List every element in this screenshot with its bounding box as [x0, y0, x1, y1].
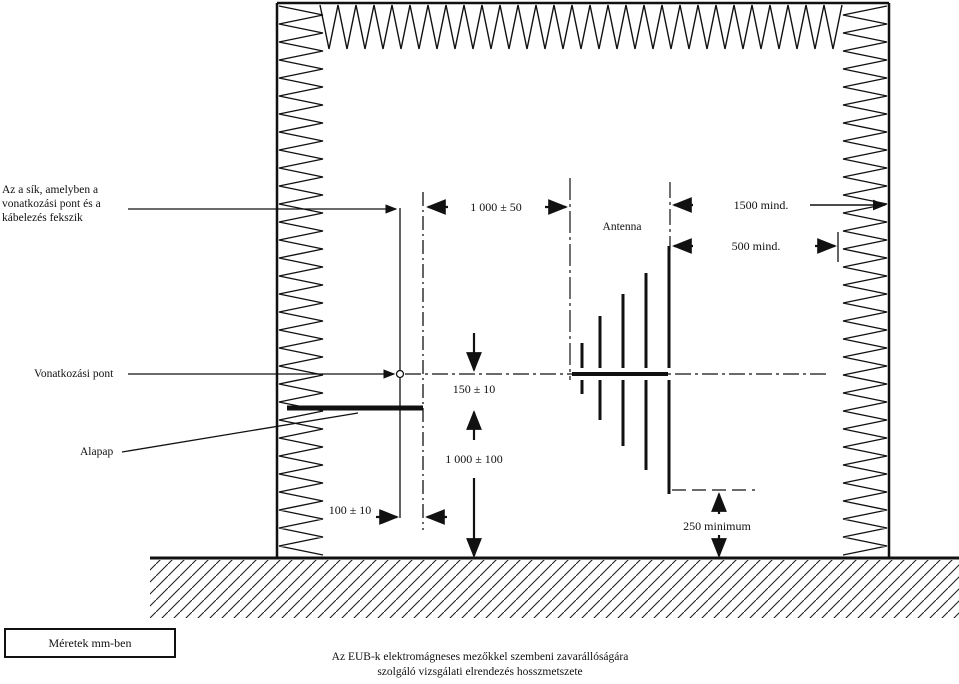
reference-point-label: Vonatkozási pont	[34, 368, 114, 380]
ground	[150, 556, 959, 618]
plane-line-1: Az a sík, amelyben a	[2, 184, 99, 196]
units-legend: Méretek mm-ben	[4, 628, 176, 658]
dim-150-label: 150 ± 10	[453, 382, 496, 396]
dim-100-label: 100 ± 10	[329, 503, 372, 517]
reference-plane-lines	[399, 192, 424, 530]
absorber-top	[319, 4, 843, 50]
dim-1500-label: 1500 mind.	[734, 198, 789, 212]
plane-line-3: kábelezés fekszik	[2, 212, 83, 224]
plane-line-2: vonatkozási pont és a	[2, 198, 101, 210]
dim-500-label: 500 mind.	[732, 239, 781, 253]
antenna	[572, 246, 671, 494]
units-legend-text: Méretek mm-ben	[48, 635, 132, 650]
figure-caption: Az EUB-k elektromágneses mezőkkel szembe…	[240, 650, 720, 680]
base-plate-leader	[121, 412, 359, 453]
base-plate-label: Alapap	[80, 446, 114, 458]
reference-point-marker	[395, 369, 405, 379]
caption-line-1: Az EUB-k elektromágneses mezőkkel szembe…	[331, 651, 629, 663]
absorber-right	[842, 5, 888, 556]
anechoic-chamber-walls	[275, 1, 891, 558]
dim-500-arrows	[672, 232, 839, 262]
plane-annotation: Az a sík, amelyben a vonatkozási pont és…	[2, 183, 101, 225]
dim-250-label: 250 minimum	[683, 519, 751, 533]
absorber-left	[278, 5, 324, 556]
antenna-label: Antenna	[603, 221, 642, 233]
dim-1000-100-label: 1 000 ± 100	[445, 452, 503, 466]
caption-line-2: szolgáló vizsgálati elrendezés hosszmets…	[377, 666, 583, 678]
dim-1000-50-label: 1 000 ± 50	[470, 200, 522, 214]
